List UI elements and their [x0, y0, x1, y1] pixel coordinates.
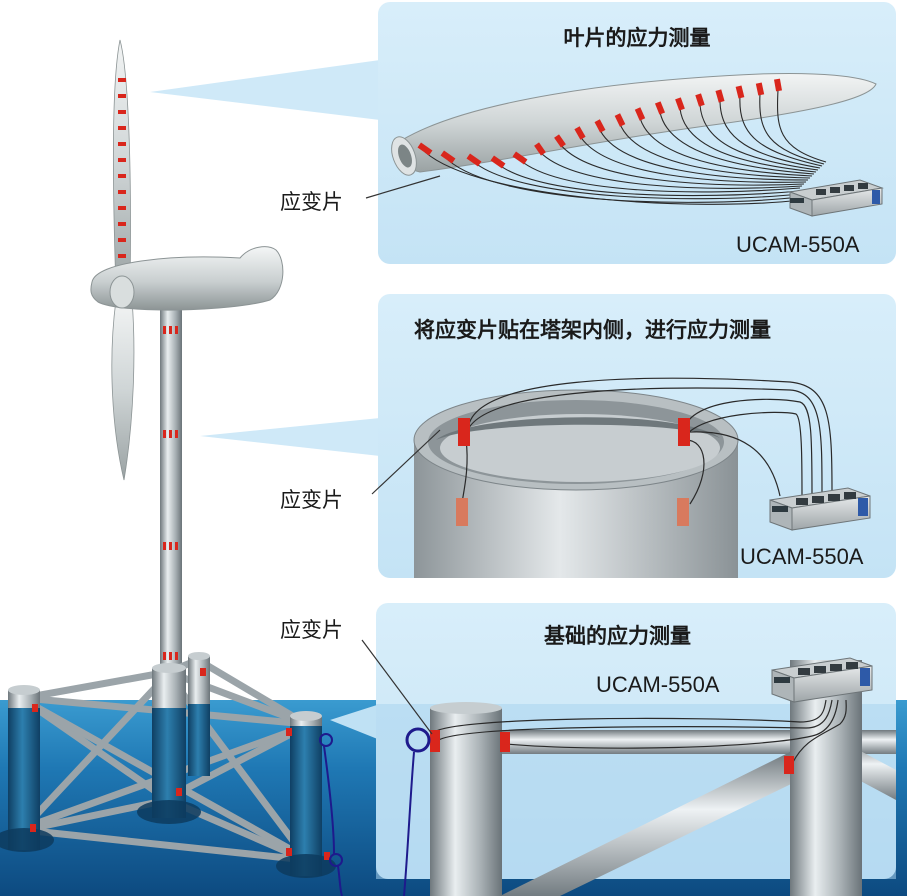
foundation-structure — [430, 660, 896, 896]
foundation-panel-pointer — [330, 704, 380, 740]
tower-wires — [461, 377, 833, 505]
turbine-blade-down — [111, 299, 135, 481]
jacket-foundation — [0, 652, 343, 896]
tower-ucam-device — [769, 487, 871, 531]
turbine-nacelle — [90, 246, 284, 311]
blade-panel — [150, 2, 896, 264]
tower-panel-pointer — [200, 418, 380, 456]
tower-device-label: UCAM-550A — [740, 544, 864, 569]
blade-wires — [424, 89, 827, 205]
tower-leader-line — [371, 429, 441, 495]
foundation-wires — [431, 699, 847, 765]
turbine-hub — [109, 275, 135, 309]
turbine-tower-gauges — [163, 326, 178, 660]
tower-panel-title: 将应变片贴在塔架内侧，进行应力测量 — [414, 319, 771, 342]
blade-illustration — [391, 72, 877, 176]
blade-leader-line — [365, 175, 441, 199]
turbine-blade-up — [112, 39, 131, 291]
foundation-leader-line — [361, 639, 433, 735]
foundation-cable-loop — [403, 727, 431, 896]
tower-panel — [200, 294, 896, 578]
blade-device-label: UCAM-550A — [736, 232, 860, 257]
blade-panel-pointer — [150, 60, 380, 120]
foundation-panel-title: 基础的应力测量 — [544, 625, 691, 648]
turbine-tower — [160, 300, 182, 680]
tower-cylinder — [413, 389, 739, 578]
wind-turbine — [0, 39, 343, 896]
blade-strain-gauges — [417, 78, 782, 169]
turbine-blade-gauges — [118, 78, 126, 258]
foundation-strain-gauges — [430, 730, 794, 774]
tower-strain-gauges — [456, 418, 690, 526]
foundation-strain-gauge-label: 应变片 — [280, 619, 343, 642]
foundation-ucam-device — [771, 657, 873, 703]
foundation-device-label: UCAM-550A — [596, 672, 720, 697]
blade-ucam-device — [788, 179, 884, 217]
blade-panel-title: 叶片的应力测量 — [563, 27, 711, 50]
foundation-panel — [330, 603, 896, 896]
blade-strain-gauge-label: 应变片 — [280, 191, 343, 214]
tower-strain-gauge-label: 应变片 — [280, 489, 343, 512]
